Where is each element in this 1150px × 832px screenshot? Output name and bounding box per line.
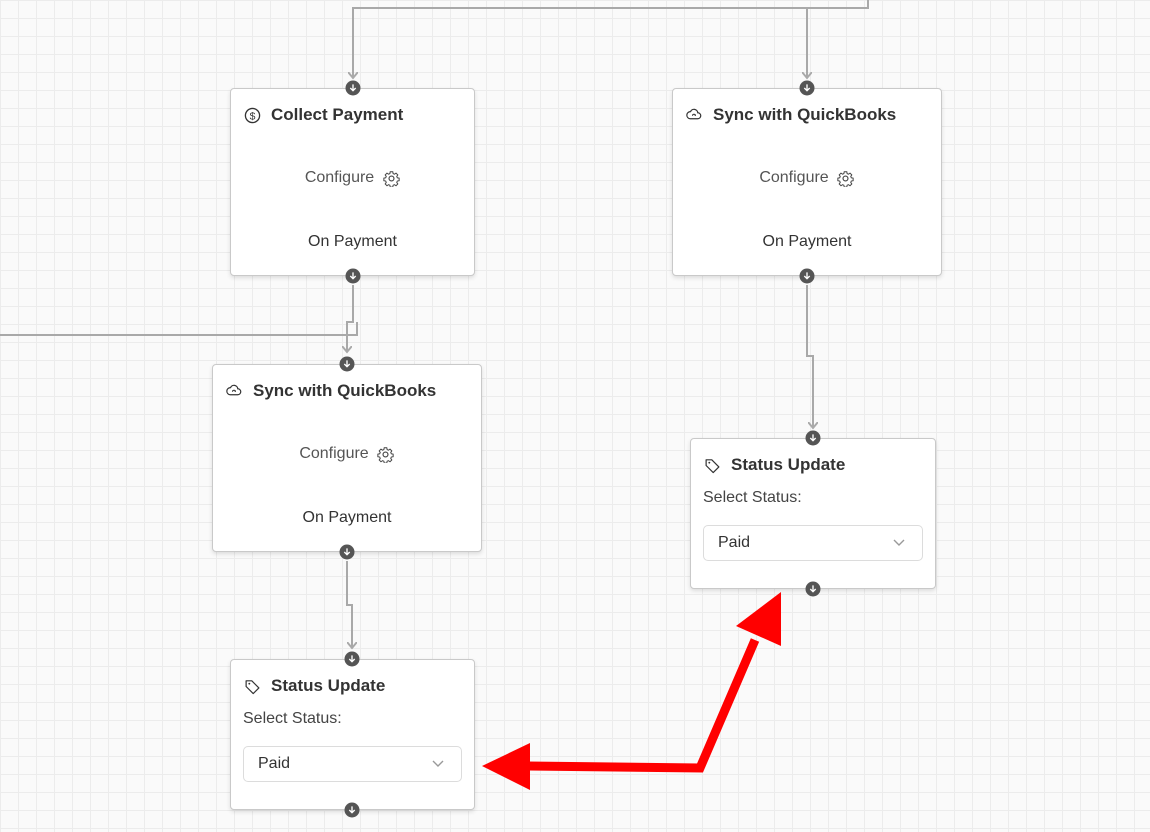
status-select-value: Paid <box>258 755 291 772</box>
node-header: Status Update <box>243 676 385 696</box>
arrow-down-icon <box>348 806 356 814</box>
arrow-down-icon <box>348 655 356 663</box>
edge-sync-left-to-status-left <box>346 561 352 648</box>
output-handle[interactable] <box>345 268 361 284</box>
node-title: Status Update <box>731 455 846 474</box>
node-header: Status Update <box>703 455 845 475</box>
sync-quickbooks-node-left[interactable]: Sync with QuickBooks Configure On Paymen… <box>212 364 482 552</box>
status-select-value: Paid <box>718 534 751 551</box>
output-label: On Payment <box>302 509 392 526</box>
configure-button[interactable]: Configure <box>673 169 941 187</box>
tag-icon <box>243 677 261 695</box>
arrow-down-icon <box>343 360 351 368</box>
input-handle[interactable] <box>805 430 821 446</box>
node-header: Sync with QuickBooks <box>685 105 896 125</box>
node-title: Sync with QuickBooks <box>253 381 437 400</box>
gear-icon[interactable] <box>837 169 855 187</box>
configure-button[interactable]: Configure <box>231 169 474 187</box>
tag-icon <box>703 456 721 474</box>
output-label: On Payment <box>762 233 852 250</box>
arrow-down-icon <box>349 84 357 92</box>
select-status-label: Select Status: <box>243 710 342 727</box>
edge-top-to-collect-payment <box>353 0 869 78</box>
node-header: $ Collect Payment <box>243 105 403 125</box>
arrow-down-icon <box>803 272 811 280</box>
output-handle[interactable] <box>799 268 815 284</box>
arrow-down-icon <box>809 585 817 593</box>
sync-quickbooks-node-right[interactable]: Sync with QuickBooks Configure On Paymen… <box>672 88 942 276</box>
configure-label: Configure <box>299 445 369 462</box>
collect-payment-node[interactable]: $ Collect Payment Configure On Payment <box>230 88 475 276</box>
input-handle[interactable] <box>799 80 815 96</box>
node-title: Collect Payment <box>271 105 404 124</box>
output-label: On Payment <box>308 233 397 250</box>
node-title: Sync with QuickBooks <box>713 105 897 124</box>
input-handle[interactable] <box>339 356 355 372</box>
node-title: Status Update <box>271 676 386 695</box>
configure-label: Configure <box>304 169 375 186</box>
configure-label: Configure <box>759 169 829 186</box>
chevron-down-icon <box>890 534 908 552</box>
red-annotation-arrow <box>482 592 781 790</box>
output-handle[interactable] <box>344 802 360 818</box>
edge-collect-to-sync-left <box>347 285 354 352</box>
cloud-sync-icon <box>685 106 703 124</box>
svg-text:$: $ <box>249 111 255 122</box>
input-handle[interactable] <box>344 651 360 667</box>
configure-button[interactable]: Configure <box>213 445 481 463</box>
output-handle[interactable] <box>339 544 355 560</box>
input-handle[interactable] <box>345 80 361 96</box>
status-select[interactable]: Paid <box>703 525 923 561</box>
edge-left-to-sync-left <box>0 322 358 336</box>
status-select[interactable]: Paid <box>243 746 462 782</box>
status-update-node-left[interactable]: Status Update Select Status: Paid <box>230 659 475 810</box>
arrow-down-icon <box>343 548 351 556</box>
edge-sync-right-to-status-right <box>806 285 813 428</box>
node-header: Sync with QuickBooks <box>225 381 436 401</box>
output-handle[interactable] <box>805 581 821 597</box>
gear-icon[interactable] <box>377 445 395 463</box>
arrow-down-icon <box>809 434 817 442</box>
status-update-node-right[interactable]: Status Update Select Status: Paid <box>690 438 936 589</box>
arrow-down-icon <box>349 272 357 280</box>
arrow-down-icon <box>803 84 811 92</box>
select-status-label: Select Status: <box>703 489 802 506</box>
chevron-down-icon <box>429 755 447 773</box>
dollar-circle-icon: $ <box>243 106 261 124</box>
gear-icon[interactable] <box>382 169 400 187</box>
cloud-sync-icon <box>225 382 243 400</box>
